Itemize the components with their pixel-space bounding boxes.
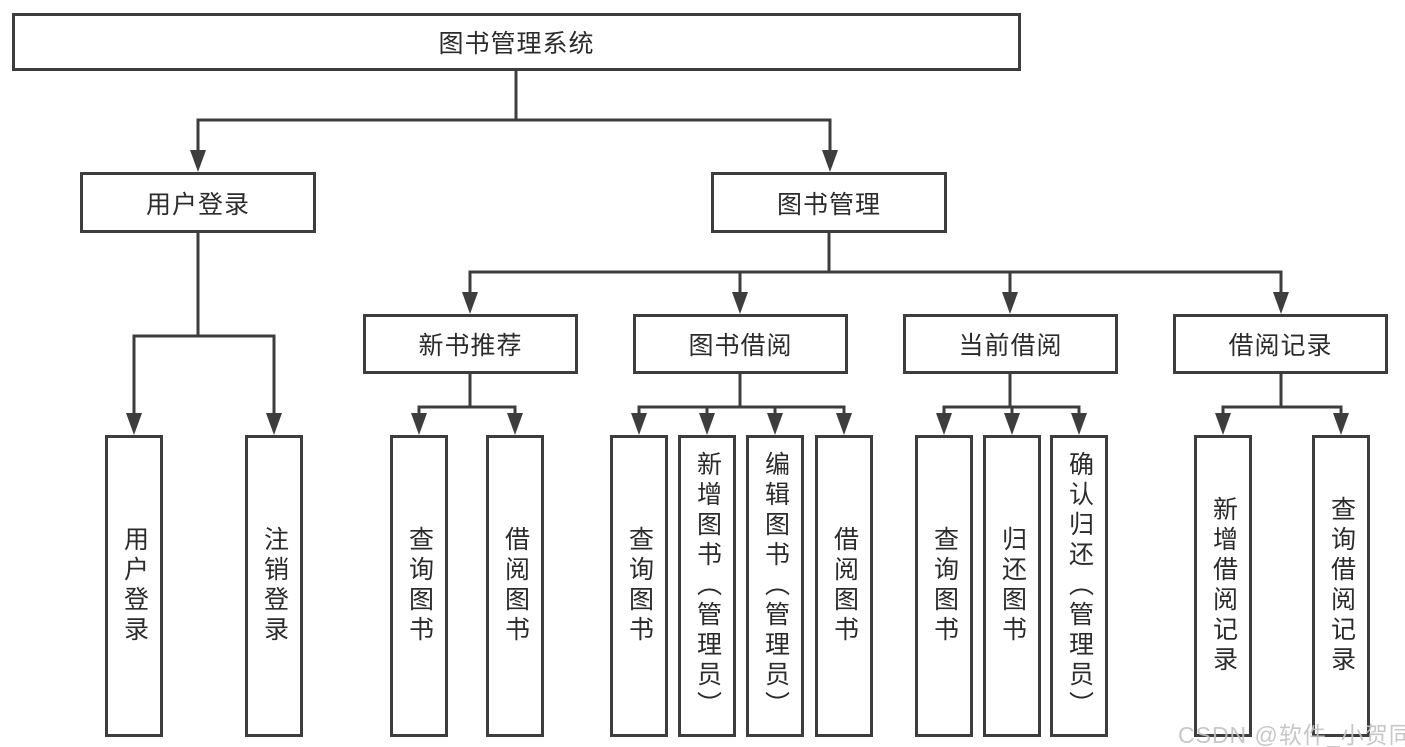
node-label: 图书管理系统 <box>438 30 595 58</box>
arrowhead-icon <box>822 150 838 172</box>
arrowhead-icon <box>126 413 142 435</box>
leaf-borrow-books-1: 借阅图书 <box>486 435 544 737</box>
node-label: 新书推荐 <box>418 332 523 360</box>
arrowhead-icon <box>507 413 523 435</box>
node-label: 注销登录 <box>260 526 289 646</box>
leaf-logout: 注销登录 <box>245 435 303 737</box>
connector-bookborrow-to-leaves <box>631 373 852 435</box>
node-user-login: 用户登录 <box>80 172 316 233</box>
node-label: 借阅图书 <box>501 526 530 646</box>
leaf-confirm-return-admin: 确认归还（管理员） <box>1050 435 1108 737</box>
connector-borrowrecord-to-leaves <box>1215 373 1349 435</box>
node-label: 查询图书 <box>625 526 654 646</box>
node-label: 归还图书 <box>998 526 1027 646</box>
leaf-edit-books-admin: 编辑图书（管理员） <box>746 435 804 737</box>
arrowhead-icon <box>1215 413 1231 435</box>
connector-root-to-level2 <box>190 70 838 172</box>
arrowhead-icon <box>732 292 748 314</box>
node-label: 借阅图书 <box>830 526 859 646</box>
node-label: 新增图书（管理员） <box>693 451 722 721</box>
node-label: 编辑图书（管理员） <box>761 451 790 721</box>
arrowhead-icon <box>266 413 282 435</box>
node-label: 借阅记录 <box>1228 332 1333 360</box>
leaf-query-books-2: 查询图书 <box>610 435 668 737</box>
node-label: 查询图书 <box>930 526 959 646</box>
arrowhead-icon <box>1273 292 1289 314</box>
arrowhead-icon <box>631 413 647 435</box>
arrowhead-icon <box>462 292 478 314</box>
leaf-return-books: 归还图书 <box>983 435 1041 737</box>
arrowhead-icon <box>836 413 852 435</box>
arrowhead-icon <box>1333 413 1349 435</box>
node-borrow-record: 借阅记录 <box>1173 314 1388 374</box>
node-label: 确认归还（管理员） <box>1065 451 1094 721</box>
node-root-system: 图书管理系统 <box>12 13 1021 71</box>
connector-currentborrow-to-leaves <box>936 373 1087 435</box>
connector-newbook-to-leaves <box>411 373 523 435</box>
connector-bookmgmt-to-level3 <box>462 232 1289 314</box>
node-label: 图书借阅 <box>688 332 793 360</box>
node-label: 查询图书 <box>405 526 434 646</box>
leaf-add-borrow-record: 新增借阅记录 <box>1194 435 1252 737</box>
node-book-management: 图书管理 <box>711 172 947 233</box>
arrowhead-icon <box>1002 292 1018 314</box>
node-current-borrow: 当前借阅 <box>903 314 1118 374</box>
arrowhead-icon <box>190 150 206 172</box>
leaf-user-login: 用户登录 <box>105 435 163 737</box>
arrowhead-icon <box>936 413 952 435</box>
arrowhead-icon <box>411 413 427 435</box>
arrowhead-icon <box>1071 413 1087 435</box>
leaf-query-books-1: 查询图书 <box>390 435 448 737</box>
arrowhead-icon <box>1004 413 1020 435</box>
node-label: 查询借阅记录 <box>1327 496 1356 676</box>
arrowhead-icon <box>767 413 783 435</box>
node-book-borrow: 图书借阅 <box>633 314 848 374</box>
node-label: 新增借阅记录 <box>1209 496 1238 676</box>
node-label: 当前借阅 <box>958 332 1063 360</box>
connector-userlogin-to-leaves <box>126 232 282 435</box>
node-label: 用户登录 <box>120 526 149 646</box>
arrowhead-icon <box>699 413 715 435</box>
leaf-query-borrow-record: 查询借阅记录 <box>1312 435 1370 737</box>
leaf-add-books-admin: 新增图书（管理员） <box>678 435 736 737</box>
node-label: 图书管理 <box>776 190 881 219</box>
node-new-book-recommend: 新书推荐 <box>363 314 578 374</box>
csdn-watermark: CSDN @软件_小贺同学 <box>1178 722 1405 747</box>
node-label: 用户登录 <box>145 190 250 219</box>
leaf-borrow-books-2: 借阅图书 <box>815 435 873 737</box>
leaf-query-books-3: 查询图书 <box>915 435 973 737</box>
